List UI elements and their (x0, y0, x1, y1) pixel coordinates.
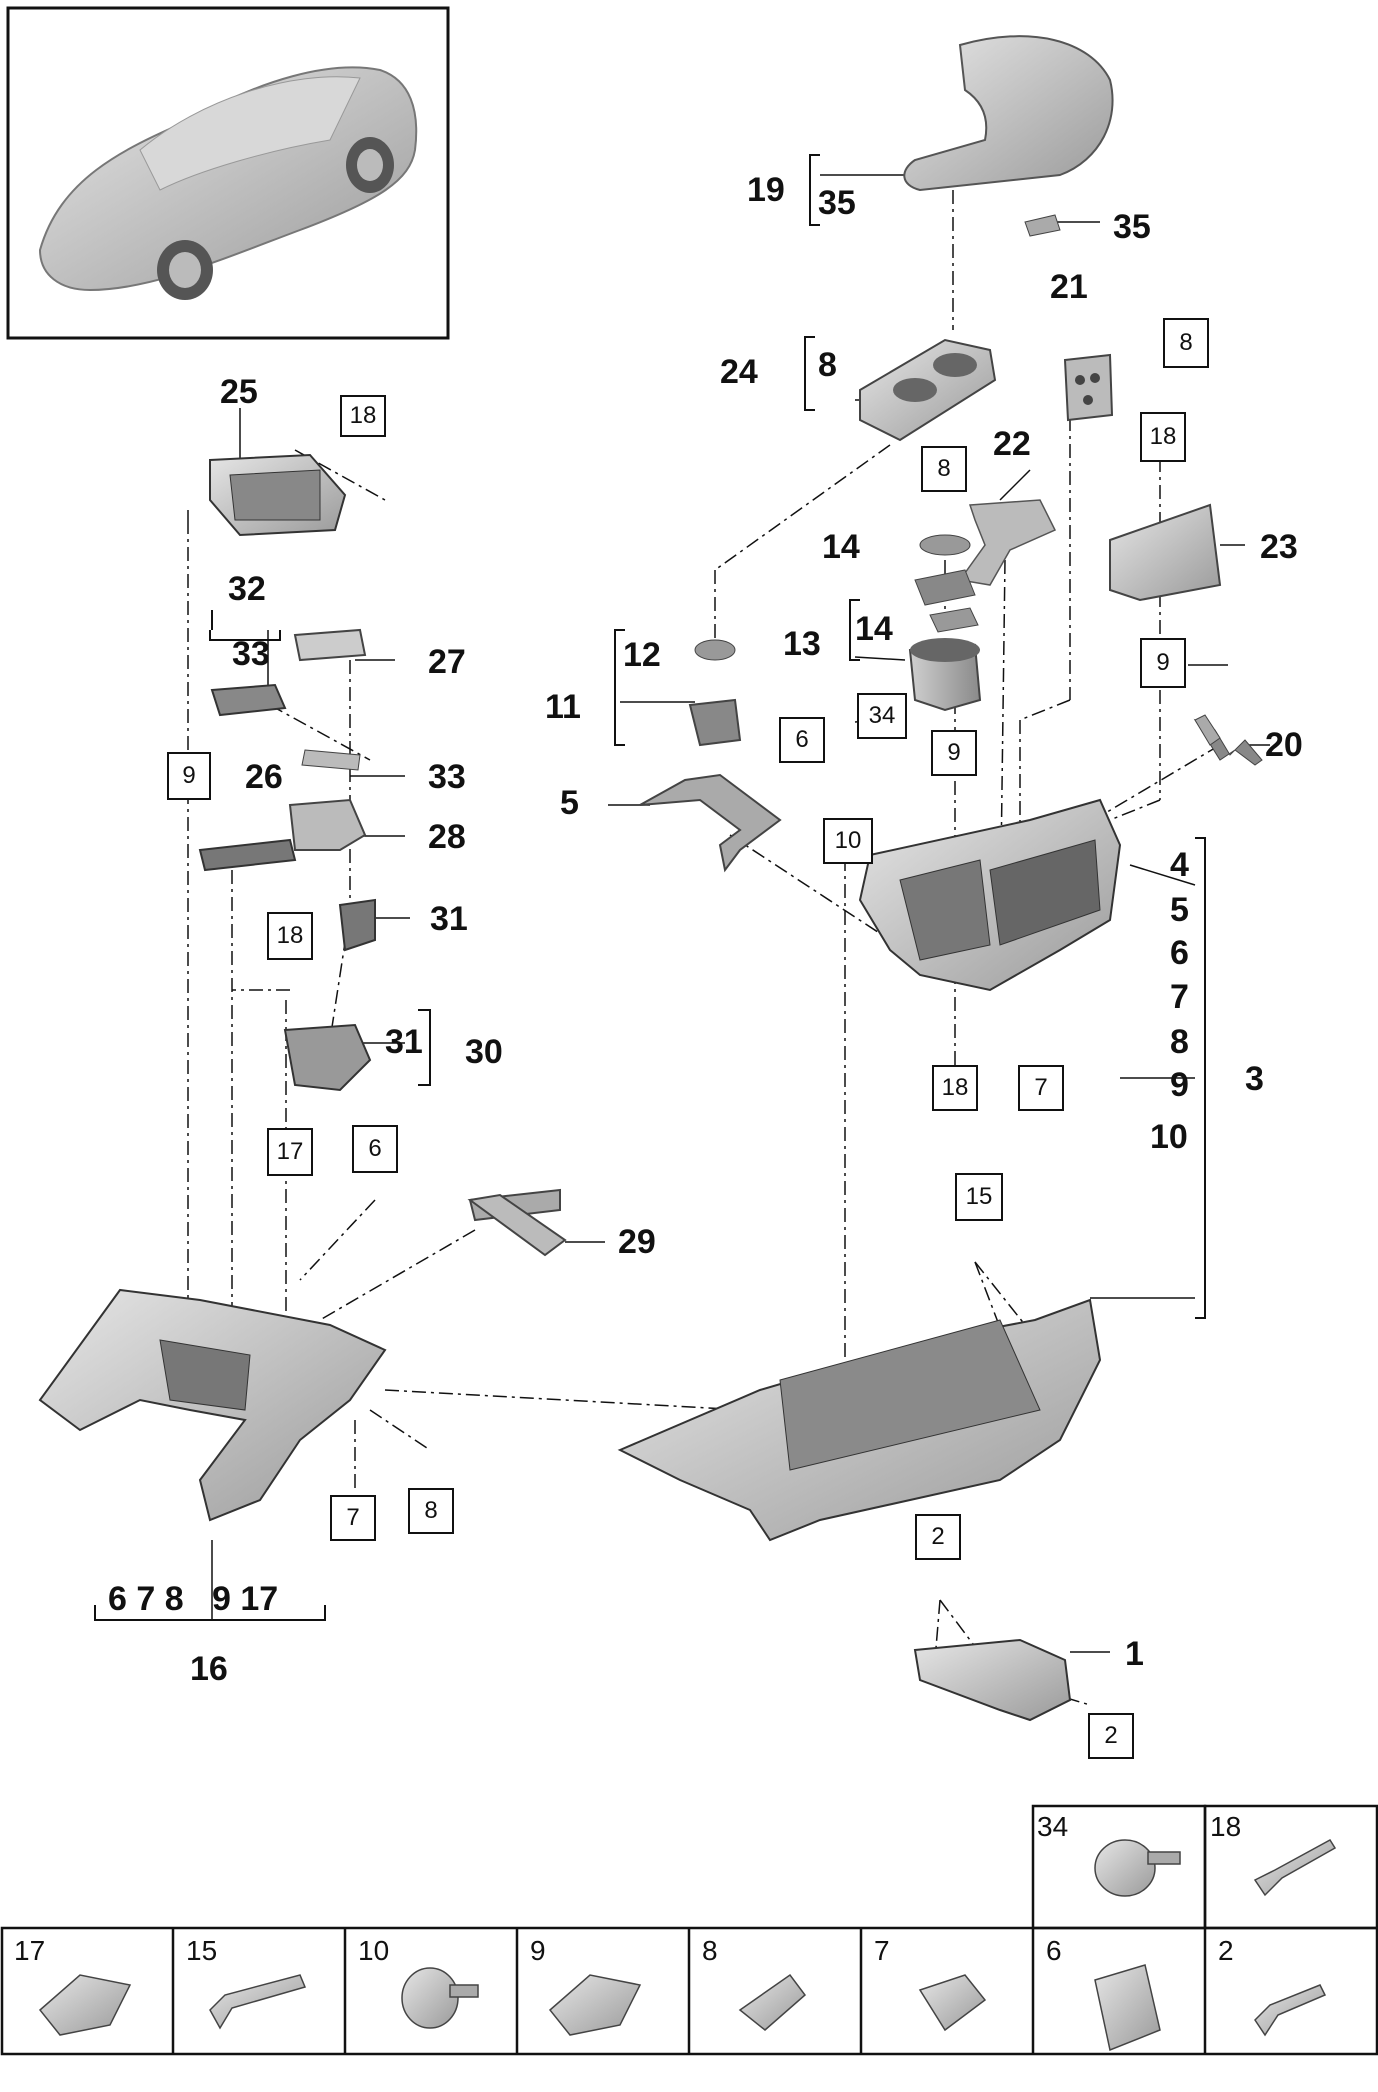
boxed-ref-2-bottom: 2 (1088, 1713, 1134, 1759)
callout-3: 3 (1245, 1060, 1264, 1098)
callout-14a: 14 (822, 528, 860, 566)
boxed-ref-18-low: 18 (932, 1065, 978, 1111)
cup-holder (908, 638, 982, 712)
mat-insert (914, 569, 976, 606)
cup-holder-insert (688, 698, 742, 747)
boxed-ref-10-mid: 10 (823, 818, 873, 864)
legend-34: 34 (1037, 1811, 1069, 1842)
boxed-ref-17-left: 17 (267, 1128, 313, 1176)
callout-10: 10 (1150, 1118, 1188, 1156)
boxed-ref-34-mid: 34 (857, 693, 907, 739)
cupholder-trim-panel (859, 338, 997, 442)
callout-8b: 8 (818, 346, 837, 384)
storage-30 (283, 1023, 372, 1092)
callout-1: 1 (1125, 1635, 1144, 1673)
boxed-ref-6-left: 6 (352, 1125, 398, 1173)
rear-console-housing (858, 798, 1122, 992)
legend-9: 9 (530, 1935, 546, 1966)
callout-29: 29 (618, 1223, 656, 1261)
front-console-frame (38, 1288, 387, 1522)
trim-cover (958, 499, 1057, 586)
boxed-ref-9-left: 9 (167, 752, 211, 800)
callout-32: 32 (228, 570, 266, 608)
boxed-ref-8-bottom: 8 (408, 1488, 454, 1534)
armrest-cover (903, 35, 1114, 192)
panel-28 (288, 798, 367, 851)
callout-5b: 5 (1170, 891, 1189, 929)
callout-7: 7 (1170, 978, 1189, 1016)
callout-13: 13 (783, 625, 821, 663)
legend-15: 15 (186, 1935, 218, 1966)
callout-group-16: 6 7 8 9 17 (108, 1580, 279, 1618)
tray-31 (338, 898, 376, 952)
callout-19: 19 (747, 171, 785, 209)
clip-20 (1194, 714, 1221, 746)
boxed-ref-15: 15 (955, 1173, 1003, 1221)
vehicle-thumbnail-car (38, 66, 418, 300)
callout-16: 16 (190, 1650, 228, 1688)
boxed-ref-6-mid: 6 (779, 717, 825, 763)
legend-8: 8 (702, 1935, 718, 1966)
boxed-ref-2-top: 2 (915, 1514, 961, 1560)
clip-part (1024, 214, 1061, 237)
legend-6: 6 (1046, 1935, 1062, 1966)
callout-35b: 35 (1113, 208, 1151, 246)
legend-7: 7 (874, 1935, 890, 1966)
cover-plate (639, 773, 782, 873)
switch-panel (1063, 353, 1114, 422)
bracket-lines (94, 154, 1206, 1621)
mat-insert-2 (929, 607, 979, 633)
callout-25: 25 (220, 373, 258, 411)
vent-grille (1109, 503, 1222, 602)
boxed-ref-18-top: 18 (340, 395, 386, 437)
callout-31b: 31 (385, 1023, 423, 1061)
insert-disc (919, 534, 971, 556)
legend-2: 2 (1218, 1935, 1234, 1966)
callout-14b: 14 (855, 610, 893, 648)
boxed-ref-9-right: 9 (1140, 638, 1186, 688)
air-vent-unit (209, 453, 347, 537)
callout-33b: 33 (428, 758, 466, 796)
callout-35a: 35 (818, 184, 856, 222)
boxed-ref-7-low: 7 (1018, 1065, 1064, 1111)
callout-24: 24 (720, 353, 758, 391)
callout-9: 9 (1170, 1066, 1189, 1104)
callout-33a: 33 (232, 635, 270, 673)
callout-5: 5 (560, 784, 579, 822)
fastener-legend-table (0, 1804, 1378, 2056)
boxed-ref-9-mid: 9 (931, 730, 977, 776)
callout-22: 22 (993, 425, 1031, 463)
fastener-icons (38, 1839, 1337, 2052)
callout-30: 30 (465, 1033, 503, 1071)
main-console-base (617, 1298, 1102, 1542)
callout-6: 6 (1170, 934, 1189, 972)
callout-23: 23 (1260, 528, 1298, 566)
cover-strip-33 (301, 749, 361, 771)
boxed-ref-7-bottom: 7 (330, 1495, 376, 1541)
boxed-ref-18-right: 18 (1140, 412, 1186, 462)
callout-27: 27 (428, 643, 466, 681)
legend-18: 18 (1210, 1811, 1242, 1842)
callout-28: 28 (428, 818, 466, 856)
switch-strip (210, 683, 287, 717)
panel-26 (198, 838, 297, 872)
callout-12: 12 (623, 636, 661, 674)
callout-26: 26 (245, 758, 283, 796)
callout-21: 21 (1050, 268, 1088, 306)
callout-8: 8 (1170, 1023, 1189, 1061)
legend-10: 10 (358, 1935, 390, 1966)
cover-strip-27 (293, 628, 367, 662)
callout-20: 20 (1265, 726, 1303, 764)
callout-11: 11 (545, 688, 581, 726)
callout-4: 4 (1170, 846, 1189, 884)
callout-31a: 31 (430, 900, 468, 938)
legend-17: 17 (14, 1935, 46, 1966)
boxed-ref-18-left: 18 (267, 912, 313, 960)
boxed-ref-8-right: 8 (1163, 318, 1209, 368)
boxed-ref-8-mid: 8 (921, 446, 967, 492)
insert-disc-2 (694, 639, 736, 661)
trim-29 (467, 1193, 567, 1257)
mounting-bracket (913, 1638, 1072, 1722)
